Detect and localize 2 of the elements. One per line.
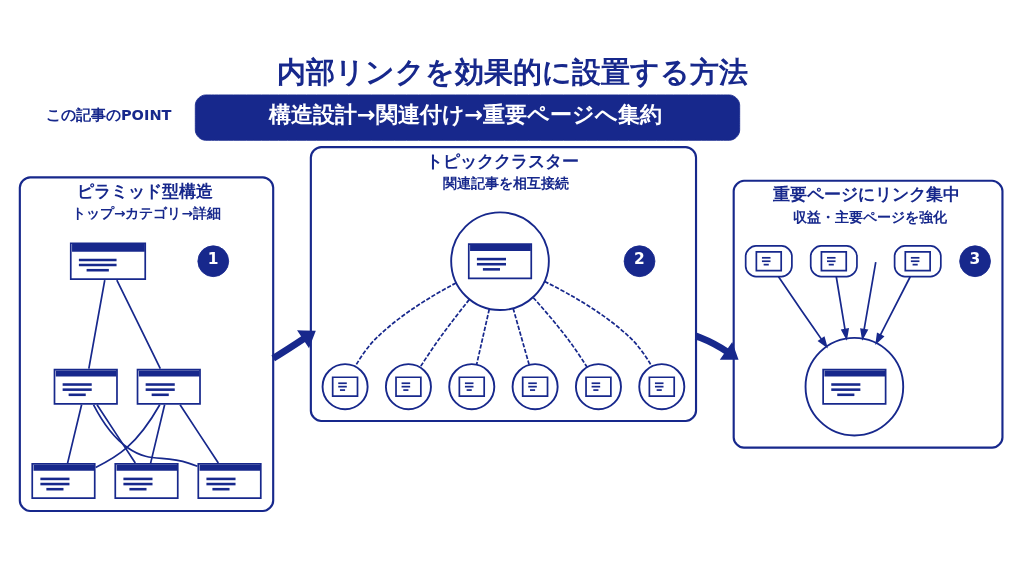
diagram-title: 内部リンクを効果的に設置する方法 — [276, 54, 748, 89]
label: この記事のPOINT — [45, 105, 171, 123]
